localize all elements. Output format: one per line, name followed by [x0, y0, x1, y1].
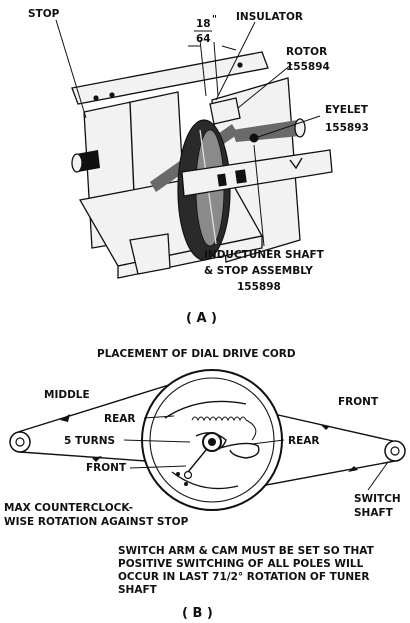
note-line-2: POSITIVE SWITCHING OF ALL POLES WILL — [118, 558, 364, 570]
label-switch-line2: SHAFT — [354, 507, 394, 519]
left-pulley-hub — [15, 437, 25, 447]
label-five-turns: 5 TURNS — [64, 435, 115, 447]
note-line-4: SHAFT — [118, 584, 158, 596]
cord-rear-loop — [219, 442, 260, 459]
dimension-denominator: 64 — [196, 33, 211, 45]
label-insulator: INSULATOR — [236, 11, 303, 23]
label-switch-line1: SWITCH — [354, 493, 401, 505]
label-stop: STOP — [28, 8, 60, 20]
leader-rear-right — [251, 439, 285, 445]
dimension-line — [213, 41, 219, 97]
top-rail-hole — [93, 95, 99, 101]
label-max-line2: WISE ROTATION AGAINST STOP — [4, 516, 189, 528]
drum-cutout-top — [164, 400, 247, 419]
label-max-line1: MAX COUNTERCLOCK- — [4, 502, 133, 514]
note-line-3: OCCUR IN LAST 71/2° ROTATION OF TUNER — [118, 571, 369, 583]
caption-a: ( A ) — [186, 311, 217, 326]
eyelet — [249, 133, 259, 143]
leader-insulator — [215, 21, 256, 101]
leader-front-left — [129, 465, 187, 469]
leader-five-turns — [123, 439, 191, 443]
top-rail — [71, 51, 269, 105]
label-rear-right: REAR — [288, 435, 319, 447]
tension-spring — [191, 416, 257, 441]
tuner-shaft — [208, 438, 216, 446]
switch-tab — [289, 157, 303, 170]
leader-rotor — [237, 63, 293, 109]
label-eyelet-part: 155893 — [325, 122, 369, 134]
label-front-top: FRONT — [338, 396, 379, 408]
shaft-extension — [232, 120, 300, 142]
label-front-left: FRONT — [86, 462, 127, 474]
dimension-numerator: 18 — [196, 18, 211, 30]
leader-switch-shaft — [367, 461, 389, 491]
label-middle: MIDDLE — [44, 389, 90, 401]
label-shaft-line2: & STOP ASSEMBLY — [204, 265, 313, 277]
dimension-inch-mark: " — [212, 14, 217, 25]
leader-rear-left — [143, 415, 175, 419]
cord-arrow — [320, 424, 330, 430]
cord-arrow — [92, 456, 102, 462]
cord-lower-right — [249, 460, 396, 489]
dimension-line — [199, 39, 207, 97]
cord-middle-upper — [17, 383, 173, 433]
caption-b: ( B ) — [182, 606, 213, 621]
leader-eyelet — [257, 115, 321, 138]
cord-arrow — [60, 414, 70, 422]
right-pulley-hub — [390, 446, 400, 456]
label-rotor-part: 155894 — [286, 61, 330, 73]
label-shaft-part: 155898 — [237, 281, 281, 293]
label-rotor: ROTOR — [286, 46, 327, 58]
label-shaft-line1: INDUCTUNER SHAFT — [204, 249, 325, 261]
leader-stop — [55, 19, 87, 119]
switch-slot — [217, 173, 227, 187]
figure-a-drawing — [55, 19, 333, 279]
cord-arrow — [348, 466, 358, 472]
note-line-1: SWITCH ARM & CAM MUST BE SET SO THAT — [118, 545, 375, 557]
switch-slot — [235, 169, 247, 184]
label-rear-left: REAR — [104, 413, 135, 425]
stop-post-end — [71, 153, 83, 173]
leader-shaft — [253, 144, 265, 247]
label-eyelet: EYELET — [325, 104, 369, 116]
cord-eyelet — [183, 470, 193, 480]
top-rail-hole — [109, 92, 115, 98]
bottom-bracket — [129, 233, 171, 275]
dimension-arrow — [188, 45, 237, 51]
stop-pin — [176, 472, 180, 476]
stop-pin — [184, 482, 188, 486]
figure-b-drawing — [9, 369, 406, 511]
dial-drum-inner-rim — [149, 377, 275, 503]
cord-front-lower — [19, 451, 161, 463]
insulator-block — [209, 97, 241, 125]
cord-front-tail — [187, 449, 207, 473]
top-rail-hole — [237, 62, 243, 68]
figure-b-title: PLACEMENT OF DIAL DRIVE CORD — [97, 348, 296, 360]
